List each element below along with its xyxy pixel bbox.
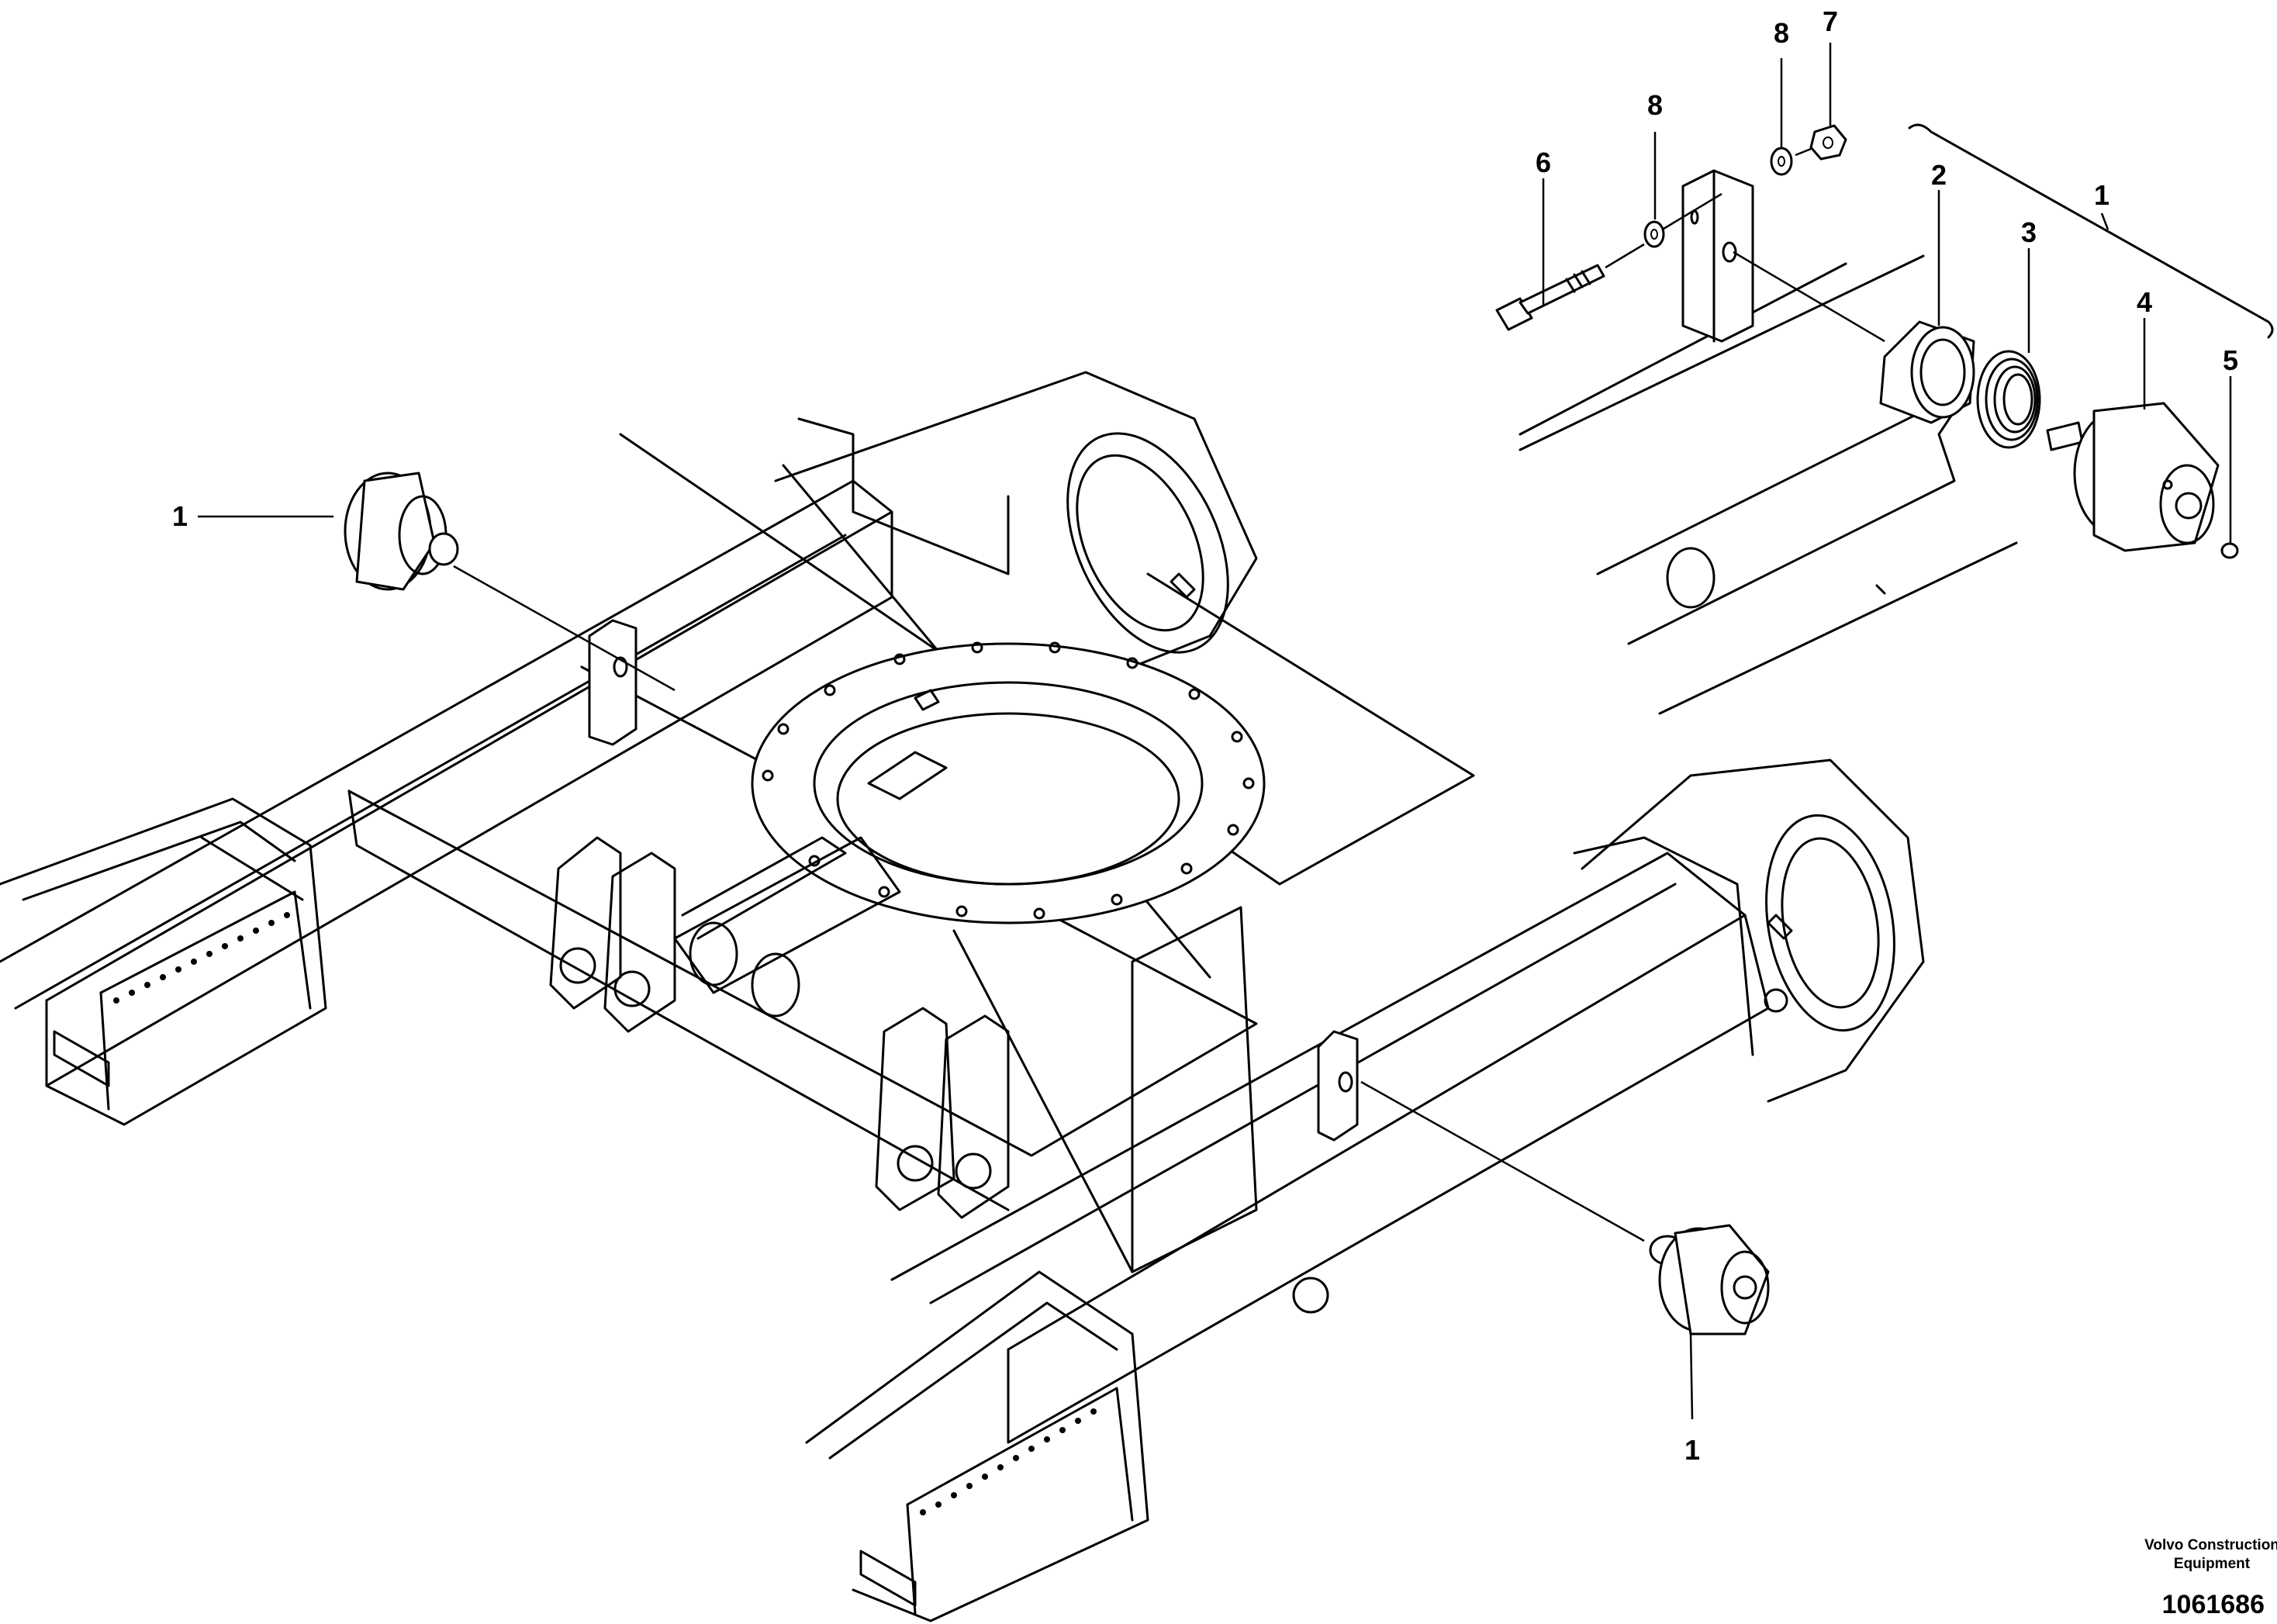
callout-3: 3: [2021, 216, 2037, 248]
callout-1-left: 1: [172, 500, 188, 532]
left-rail-holes: [113, 912, 290, 1004]
callout-6: 6: [1536, 147, 1551, 178]
nut: [1809, 124, 1847, 161]
carrier-roller-bottom: [1649, 1224, 1770, 1335]
blade-mount-lugs: [549, 836, 1010, 1219]
roller: [2046, 402, 2220, 552]
callout-8-upper: 8: [1774, 17, 1789, 49]
callout-8-lower: 8: [1647, 89, 1663, 121]
undercarriage-frame: [0, 371, 1925, 1622]
callout-5: 5: [2223, 344, 2238, 376]
washer-lower: [1643, 220, 1665, 248]
credit-line-1: Volvo Construction: [2144, 1537, 2277, 1553]
right-rail-holes: [920, 1408, 1097, 1515]
callout-leaders: [198, 43, 2274, 1420]
swing-ring: [751, 641, 1266, 924]
credit-line-2: Equipment: [2174, 1556, 2251, 1572]
plug: [2220, 542, 2239, 559]
callout-1-kit: 1: [2094, 179, 2109, 211]
figure-number: 1061686: [2162, 1590, 2265, 1619]
right-roller-bracket: [1317, 1030, 1359, 1142]
callout-labels: 1 1 1 2 3 4 5 6 7 8 8: [172, 5, 2238, 1466]
callout-2: 2: [1931, 159, 1947, 191]
bolt: [1495, 264, 1605, 331]
callout-7: 7: [1823, 5, 1838, 37]
bearing: [1879, 320, 1975, 424]
left-roller-bracket: [588, 619, 637, 746]
carrier-roller-left: [344, 472, 459, 591]
exploded-detail: [1519, 169, 2018, 715]
washer-upper: [1770, 147, 1793, 176]
callout-4: 4: [2137, 286, 2152, 318]
callout-1-bottom: 1: [1684, 1434, 1700, 1466]
seal: [1976, 350, 2041, 449]
